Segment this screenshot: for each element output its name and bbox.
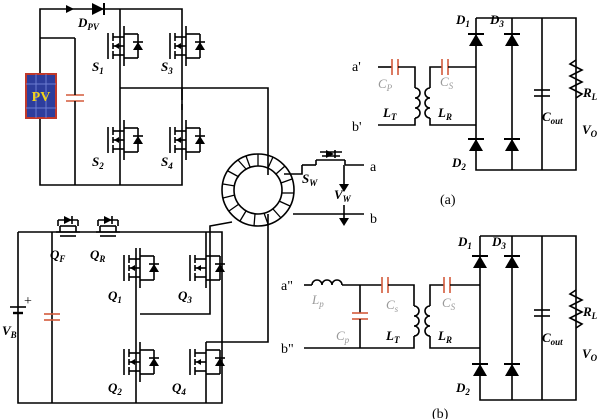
label-vw: VW — [334, 187, 352, 204]
label-lp-b: Lp — [311, 292, 324, 309]
label-lr-b: LR — [437, 328, 452, 345]
pv-panel-icon: PV — [25, 73, 57, 119]
label-qr: QR — [90, 247, 105, 264]
label-rl-b: RL — [582, 304, 598, 321]
label-lr-a: LR — [437, 105, 452, 122]
label-rl-a: RL — [582, 85, 598, 102]
label-sw: SW — [302, 171, 318, 188]
circuit-a: a' b' CP CS LT LR D1 D3 D2 Cout RL VO (a… — [352, 12, 598, 208]
label-d2-a: D2 — [451, 155, 466, 172]
label-cout-a: Cout — [542, 109, 563, 126]
battery-h-bridge: + VB QF QR Q1 Q3 Q2 Q4 — [2, 214, 269, 404]
label-cs2-b: CS — [442, 295, 456, 312]
caption-a: (a) — [440, 193, 456, 208]
label-cs1-b: Cs — [386, 297, 399, 314]
label-cp-a: CP — [378, 76, 393, 93]
label-d1-a: D1 — [455, 12, 470, 29]
label-d1-b: D1 — [457, 234, 472, 251]
label-lt-a: LT — [382, 105, 397, 122]
node-b-prime: b' — [352, 120, 362, 135]
terminal-a: a — [370, 160, 377, 175]
label-d3-a: D3 — [489, 12, 504, 29]
label-cp-b: Cp — [336, 328, 350, 345]
label-cout-b: Cout — [542, 330, 563, 347]
pv-label: PV — [32, 90, 51, 105]
label-q3: Q3 — [178, 288, 192, 305]
node-a-dprime: a" — [281, 279, 293, 294]
label-vb: VB — [2, 323, 17, 340]
sw-switch: SW VW a b — [302, 150, 377, 227]
label-cs-a: CS — [440, 74, 454, 91]
label-lt-b: LT — [385, 328, 400, 345]
label-s3: S3 — [161, 59, 173, 76]
label-d3-b: D3 — [491, 234, 506, 251]
label-d2-b: D2 — [455, 380, 470, 397]
node-a-prime: a' — [352, 60, 361, 75]
label-qf: QF — [50, 247, 65, 264]
caption-b: (b) — [432, 407, 449, 419]
toroidal-transformer — [221, 153, 364, 227]
label-dpv: DPV — [77, 15, 100, 32]
label-q2: Q2 — [108, 380, 122, 397]
label-s1: S1 — [92, 59, 104, 76]
label-vo-a: VO — [582, 122, 598, 139]
terminal-b: b — [370, 212, 377, 227]
battery-plus: + — [24, 294, 32, 309]
label-vo-b: VO — [582, 346, 598, 363]
label-s2: S2 — [92, 154, 104, 171]
label-s4: S4 — [161, 154, 173, 171]
pv-h-bridge: PV DPV S1 S3 S2 S4 — [25, 3, 269, 186]
node-b-dprime: b" — [281, 342, 294, 357]
label-q1: Q1 — [108, 288, 122, 305]
circuit-b: a" b" Lp Cp Cs LT CS LR D1 D3 D2 Cout RL… — [281, 234, 598, 419]
label-q4: Q4 — [172, 380, 186, 397]
